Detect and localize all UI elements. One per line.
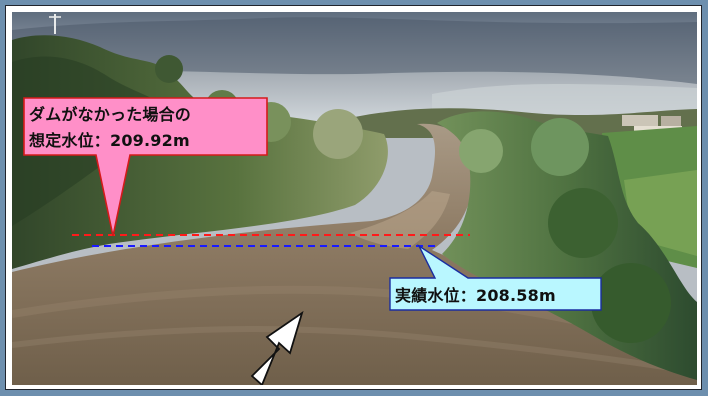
left-tree-clump bbox=[155, 55, 183, 83]
water-ripple bbox=[12, 326, 697, 375]
distant-building bbox=[622, 115, 658, 126]
actual-water-level-label: 実績水位：208.58m bbox=[395, 286, 556, 305]
cloud-band bbox=[12, 17, 697, 84]
right-tree-clump bbox=[459, 129, 503, 173]
photo-frame: ダムがなかった場合の 想定水位：209.92m 実績水位：208.58m bbox=[5, 5, 702, 390]
right-tree-clump bbox=[548, 188, 618, 258]
up-right-arrow-icon bbox=[250, 310, 304, 385]
assumed-water-level-label-line1: ダムがなかった場合の bbox=[29, 105, 191, 124]
river-scene: ダムがなかった場合の 想定水位：209.92m 実績水位：208.58m bbox=[12, 12, 697, 385]
actual-water-level-callout bbox=[389, 243, 602, 311]
river-photo: ダムがなかった場合の 想定水位：209.92m 実績水位：208.58m bbox=[12, 12, 697, 385]
left-tree-clump bbox=[313, 109, 363, 159]
river-water bbox=[12, 123, 697, 385]
right-tree-clump bbox=[531, 118, 589, 176]
assumed-water-level-label-line2: 想定水位：209.92m bbox=[28, 131, 190, 150]
assumed-water-level-callout bbox=[23, 97, 268, 237]
right-tree-clump bbox=[591, 263, 671, 343]
distant-building bbox=[661, 116, 681, 126]
distant-building-roof bbox=[634, 126, 682, 131]
